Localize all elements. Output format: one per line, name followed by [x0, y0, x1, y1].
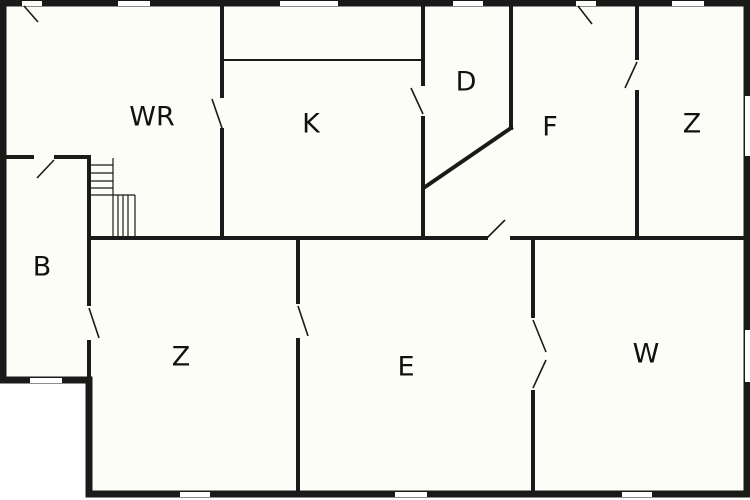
staircase [91, 158, 136, 236]
room-label-b: B [33, 252, 52, 283]
room-label-d: D [456, 67, 477, 98]
door-swing [88, 307, 100, 339]
windows [30, 1, 750, 497]
door-swing [211, 98, 223, 129]
door-swing [532, 319, 547, 353]
room-label-k: K [302, 109, 321, 140]
window [672, 1, 704, 6]
room-labels: WR K D F Z B Z E W [33, 67, 702, 383]
window [745, 96, 750, 156]
room-label-z-bottom: Z [172, 342, 191, 373]
door-swing [36, 159, 55, 179]
window [453, 1, 483, 6]
room-label-wr: WR [129, 102, 174, 133]
door-swing [23, 5, 39, 23]
room-label-z-top: Z [683, 109, 702, 140]
room-label-w: W [633, 339, 660, 370]
door-swing [532, 359, 547, 389]
door-swing [577, 5, 593, 25]
window [622, 492, 652, 497]
room-label-e: E [397, 352, 414, 383]
door-openings [22, 1, 640, 390]
interior-walls [3, 3, 747, 494]
door-swing [410, 87, 424, 115]
door-swing [486, 219, 506, 239]
wall-d-diagonal [422, 125, 514, 190]
window [395, 492, 427, 497]
window [745, 330, 750, 382]
window [280, 1, 338, 6]
window [118, 1, 150, 6]
door-swing [297, 305, 309, 337]
window [30, 378, 62, 383]
window [180, 492, 210, 497]
floor-areas [3, 3, 747, 494]
door-swings [23, 5, 638, 389]
room-label-f: F [542, 112, 558, 143]
door-swing [624, 61, 638, 89]
